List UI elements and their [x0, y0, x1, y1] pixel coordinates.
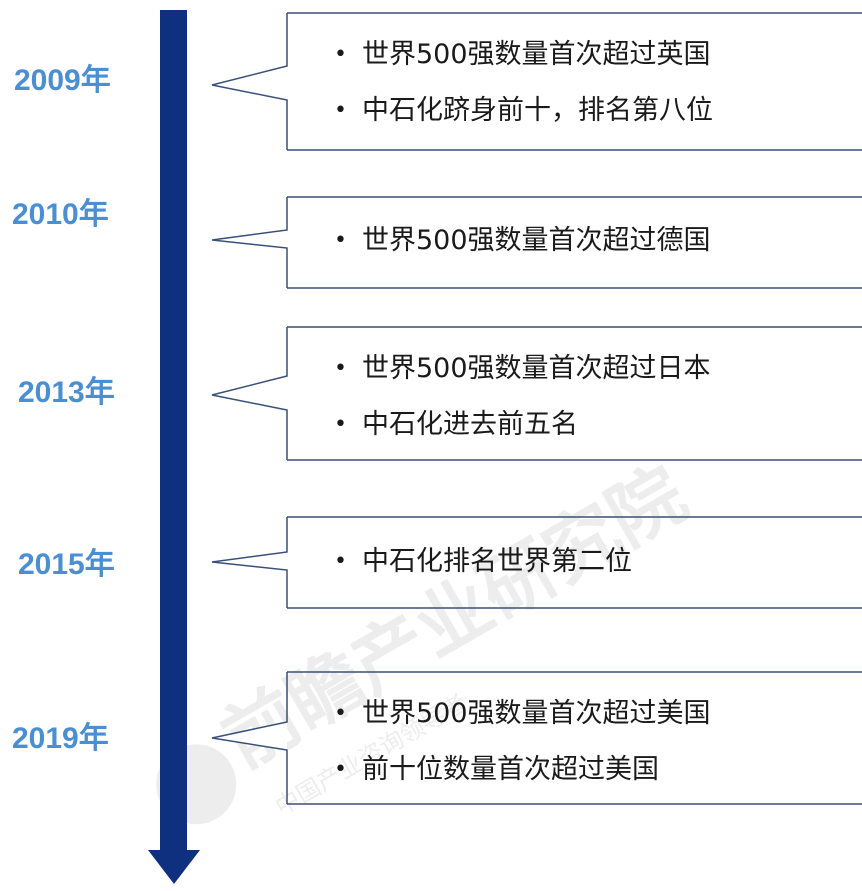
- callout-list-2013: •世界500强数量首次超过日本 •中石化进去前五名: [330, 350, 711, 444]
- year-label-2015: 2015年: [18, 548, 115, 581]
- bullet-dot-icon: •: [334, 356, 347, 381]
- callout-list-2015: •中石化排名世界第二位: [330, 543, 632, 581]
- list-item: •世界500强数量首次超过英国: [330, 36, 713, 74]
- list-item: •中石化排名世界第二位: [330, 543, 632, 581]
- watermark-logo-icon: [156, 744, 237, 825]
- bullet-dot-icon: •: [334, 42, 347, 67]
- year-label-2009: 2009年: [14, 64, 111, 97]
- bullet-dot-icon: •: [334, 98, 347, 123]
- callout-list-2010: •世界500强数量首次超过德国: [330, 222, 711, 260]
- list-item: •世界500强数量首次超过美国: [330, 695, 711, 733]
- callout-list-2009: •世界500强数量首次超过英国 •中石化跻身前十，排名第八位: [330, 36, 713, 130]
- bullet-dot-icon: •: [334, 757, 347, 782]
- list-item: •世界500强数量首次超过德国: [330, 222, 711, 260]
- year-label-2013: 2013年: [18, 376, 115, 409]
- list-item: •中石化跻身前十，排名第八位: [330, 92, 713, 130]
- timeline-axis: [160, 10, 187, 850]
- list-item: •前十位数量首次超过美国: [330, 751, 711, 789]
- bullet-dot-icon: •: [334, 412, 347, 437]
- callout-list-2019: •世界500强数量首次超过美国 •前十位数量首次超过美国: [330, 695, 711, 789]
- bullet-dot-icon: •: [334, 549, 347, 574]
- year-label-2010: 2010年: [12, 198, 109, 231]
- timeline-arrow-head-icon: [148, 850, 200, 884]
- list-item: •中石化进去前五名: [330, 406, 711, 444]
- bullet-dot-icon: •: [334, 701, 347, 726]
- list-item: •世界500强数量首次超过日本: [330, 350, 711, 388]
- year-label-2019: 2019年: [12, 722, 109, 755]
- bullet-dot-icon: •: [334, 228, 347, 253]
